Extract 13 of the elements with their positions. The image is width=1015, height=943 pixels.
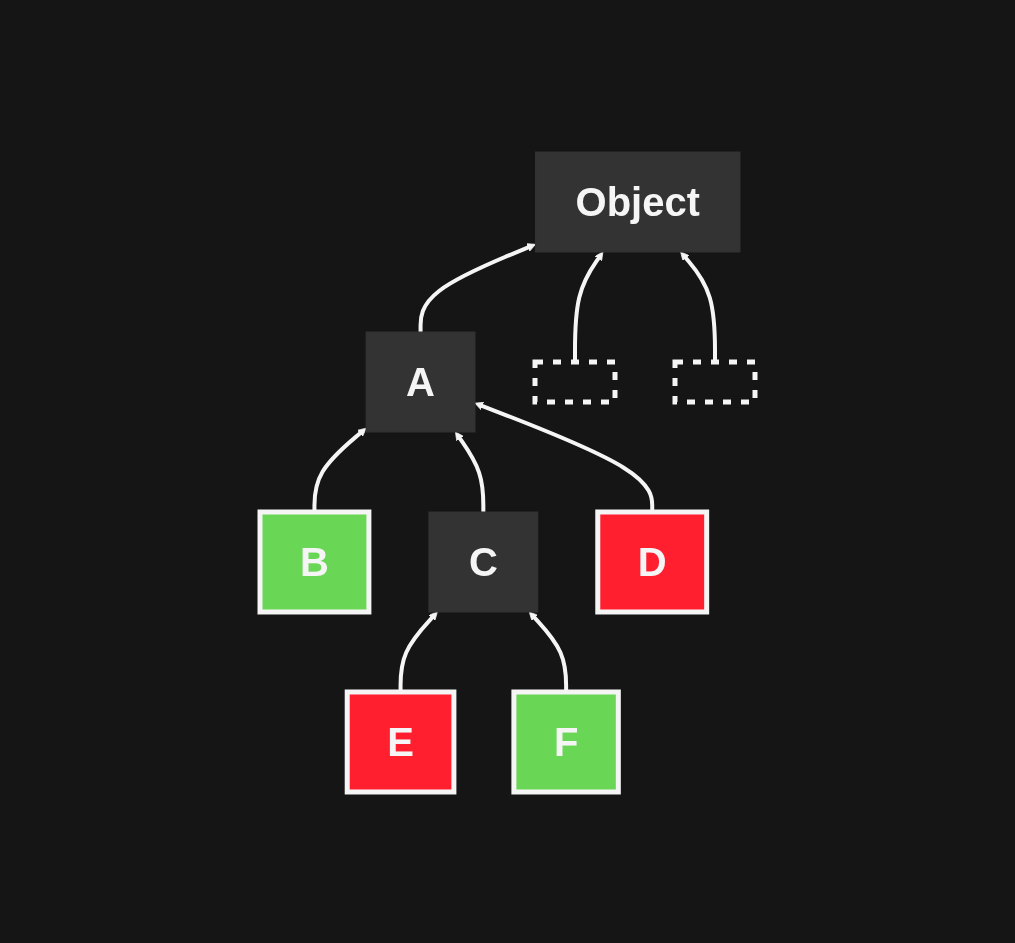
node-box: C [428, 511, 539, 612]
arrow [573, 251, 604, 362]
node-box: Object [535, 151, 741, 252]
node-box: D [595, 509, 710, 614]
node-box: E [344, 689, 457, 794]
node-box: A [365, 331, 476, 432]
ellipsis-mark [672, 359, 758, 404]
arrow [455, 431, 486, 512]
arrow [418, 242, 536, 332]
node-box: B [257, 509, 372, 614]
arrow [680, 251, 717, 362]
ellipsis-mark [532, 359, 618, 404]
node-box: F [511, 689, 621, 794]
